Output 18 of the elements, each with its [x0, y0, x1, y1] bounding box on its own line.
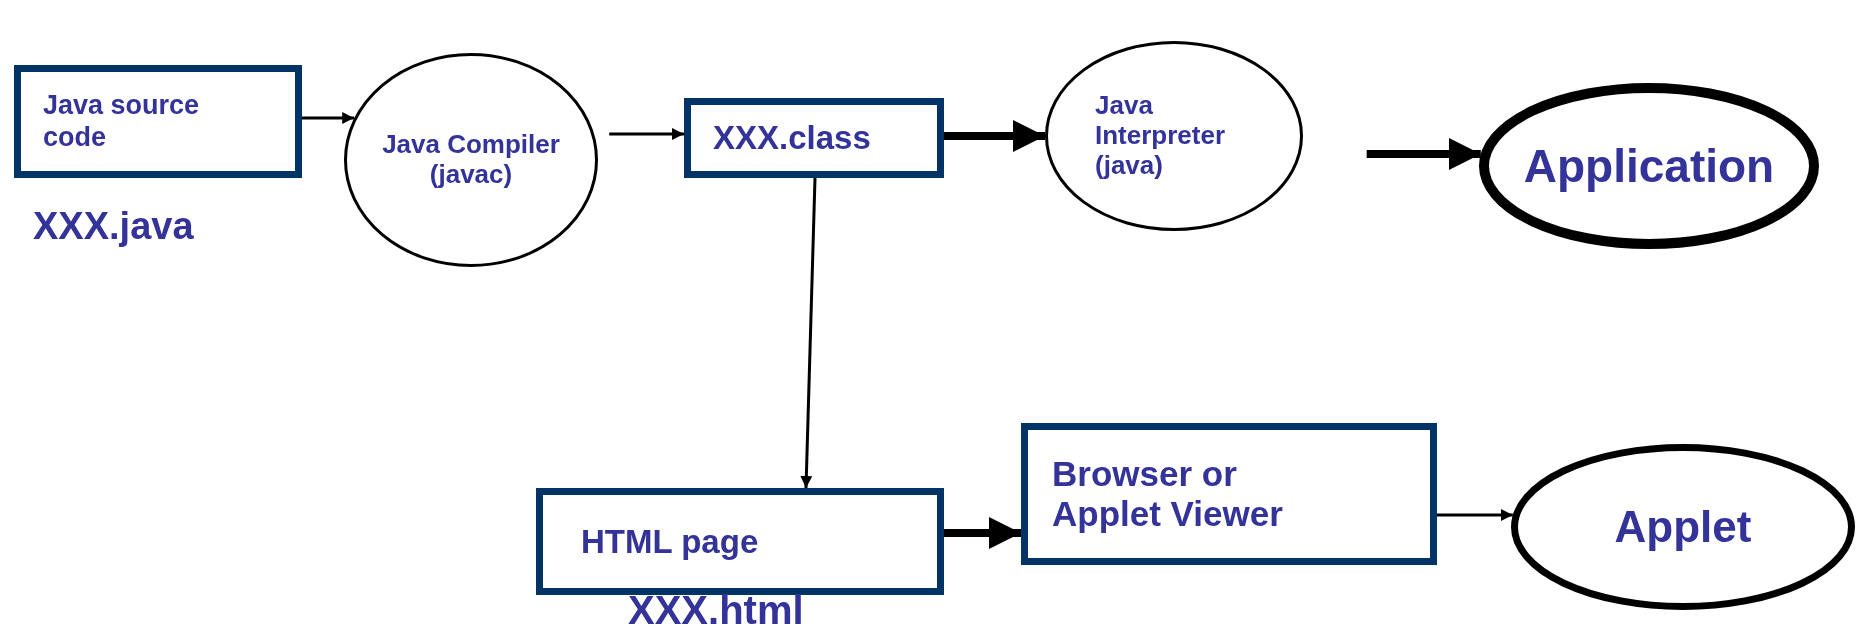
process-box [684, 98, 944, 178]
process-box [1021, 423, 1437, 565]
process-box [536, 488, 944, 595]
file-name-label: XXX.html [628, 588, 804, 633]
node-label: HTML page [581, 522, 759, 561]
file-name-label: XXX.java [33, 205, 194, 248]
node-label: Java source code [43, 90, 201, 153]
node-label: Application [1523, 139, 1775, 193]
arrow [1437, 509, 1513, 521]
node-label: Java Compiler (javac) [381, 130, 561, 190]
arrow [609, 128, 684, 140]
node-label: XXX.class [713, 119, 871, 157]
node-label: Browser or Applet Viewer [1052, 453, 1284, 535]
arrow [302, 112, 355, 124]
process-box [14, 65, 302, 178]
node-label: Applet [1614, 501, 1752, 553]
node-label: Java Interpreter (java) [1095, 91, 1227, 181]
arrow [800, 177, 817, 489]
